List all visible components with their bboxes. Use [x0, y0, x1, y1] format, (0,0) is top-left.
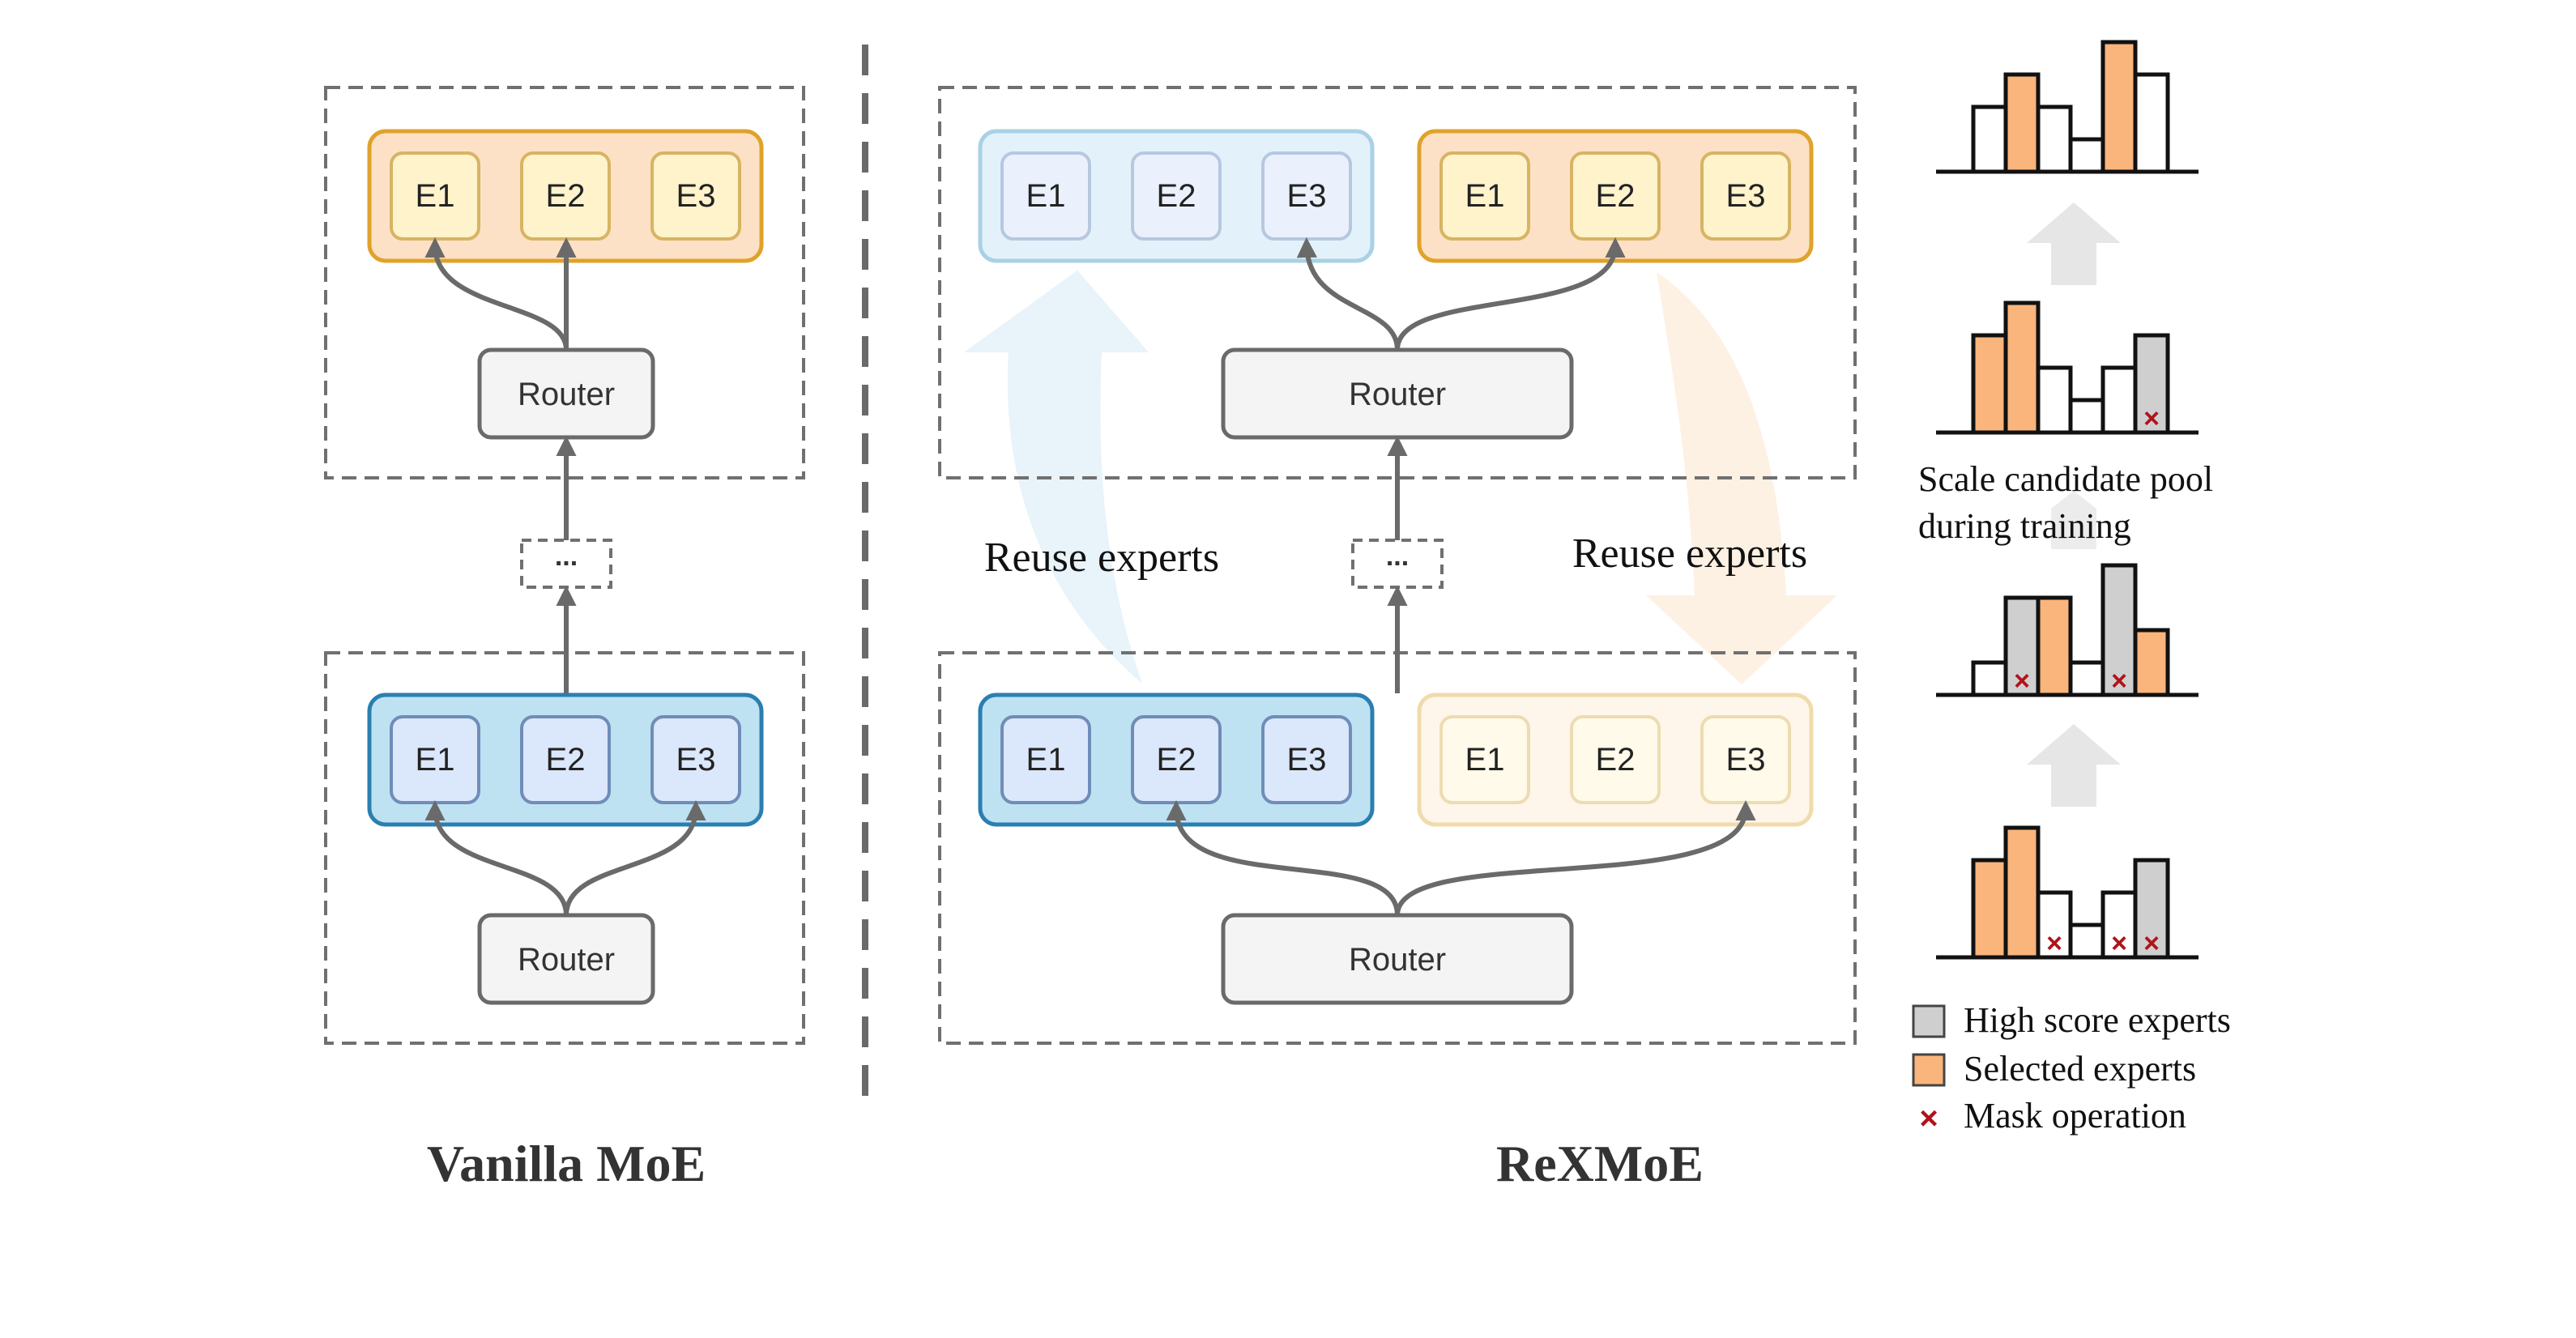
expert-score-bar — [2036, 365, 2073, 435]
expert-score-bar — [2068, 923, 2105, 960]
legend-label-high-score: High score experts — [1964, 1000, 2231, 1040]
step-up-arrow — [2027, 724, 2121, 807]
expert-score-bar — [2003, 300, 2041, 435]
expert-score-bar — [2133, 628, 2170, 697]
expert-label: E2 — [546, 178, 586, 214]
expert-score-bar — [2100, 365, 2138, 435]
routing-arrow — [1395, 799, 1756, 916]
reuse-experts-label: Reuse experts — [1572, 531, 1807, 577]
expert-label: E1 — [1026, 178, 1066, 214]
routing-arrow — [1296, 236, 1400, 351]
mask-icon: × — [2111, 666, 2127, 697]
mask-icon: × — [2143, 403, 2160, 434]
expert-label: E3 — [1287, 742, 1327, 778]
expert-box — [1131, 151, 1222, 241]
legend-swatch-selected — [1912, 1053, 1946, 1087]
router-label: Router — [1349, 942, 1446, 978]
expert-label: E2 — [546, 742, 586, 778]
expert-label: E3 — [1287, 178, 1327, 214]
expert-label: E2 — [1596, 178, 1636, 214]
expert-label: E3 — [1726, 742, 1766, 778]
expert-box — [1570, 715, 1661, 804]
expert-box — [1261, 715, 1352, 804]
expert-score-bar — [2003, 595, 2041, 697]
mask-icon: × — [2111, 928, 2127, 959]
legend-swatch-high-score — [1912, 1004, 1946, 1038]
expert-score-bar — [1971, 858, 2008, 960]
router-label: Router — [1349, 377, 1446, 412]
expert-score-bar — [1971, 660, 2008, 697]
expert-label: E3 — [676, 742, 716, 778]
candidate-pool-charts: × × × × × × — [1936, 40, 2199, 960]
router-label: Router — [518, 942, 615, 978]
expert-score-bar — [2003, 72, 2041, 174]
legend-label-selected: Selected experts — [1964, 1049, 2196, 1089]
expert-score-bar — [2003, 825, 2041, 960]
expert-box — [1439, 151, 1530, 241]
expert-label: E1 — [1465, 742, 1505, 778]
expert-score-bar — [2068, 398, 2105, 435]
expert-label: E2 — [1157, 742, 1196, 778]
legend-label-mask: Mask operation — [1964, 1096, 2186, 1136]
expert-score-bar — [2133, 72, 2170, 174]
step-up-arrow — [2027, 202, 2121, 285]
routing-arrow — [424, 236, 569, 351]
expert-score-bar — [2036, 595, 2073, 697]
expert-score-bar — [2068, 137, 2105, 174]
mask-icon: × — [2014, 666, 2030, 697]
pool-caption-line2: during training — [1918, 506, 2131, 546]
reuse-arrow-up — [964, 271, 1149, 684]
expert-label: E2 — [1596, 742, 1636, 778]
mask-icon: × — [1919, 1101, 1938, 1136]
expert-score-bar — [2100, 40, 2138, 174]
expert-label: E1 — [416, 178, 455, 214]
routing-arrow — [424, 799, 569, 916]
expert-box — [650, 151, 741, 241]
expert-label: E1 — [1465, 178, 1505, 214]
expert-label: E3 — [1726, 178, 1766, 214]
expert-score-bar — [2036, 104, 2073, 174]
expert-box — [1439, 715, 1530, 804]
expert-label: E3 — [676, 178, 716, 214]
rexmoe-top-layer-box — [938, 86, 1857, 479]
expert-score-bar — [2133, 333, 2170, 435]
ellipsis-label: ... — [1386, 541, 1409, 572]
routing-arrow — [1166, 799, 1400, 916]
reuse-experts-label: Reuse experts — [984, 535, 1219, 581]
mask-icon: × — [2143, 928, 2160, 959]
expert-box — [1700, 151, 1791, 241]
expert-label: E2 — [1157, 178, 1196, 214]
routing-arrow — [564, 799, 706, 916]
expert-box — [1000, 151, 1091, 241]
vanilla-top-layer-box — [324, 86, 805, 479]
pool-caption-line1: Scale candidate pool — [1918, 459, 2213, 499]
vanilla-moe-panel: E1 E2 E3 Router ... E1 E2 E3 Router Vani… — [324, 86, 805, 1192]
routing-arrow — [1395, 236, 1626, 351]
router-label: Router — [518, 377, 615, 412]
candidate-pool-panel: × × × × × × Scale candidate pool during train… — [1912, 40, 2231, 1136]
ellipsis-label: ... — [555, 541, 578, 572]
step-up-arrow — [2051, 491, 2096, 549]
expert-score-bar — [1971, 104, 2008, 174]
rexmoe-title: ReXMoE — [1496, 1135, 1704, 1192]
rexmoe-panel: E1 E2 E3 E1 E2 E3 Router ... E1 E2 E3 — [938, 86, 1857, 1192]
vanilla-moe-title: Vanilla MoE — [427, 1135, 706, 1192]
expert-score-bar — [2133, 858, 2170, 960]
expert-box — [520, 715, 611, 804]
expert-label: E1 — [416, 742, 455, 778]
expert-label: E1 — [1026, 742, 1066, 778]
expert-score-bar — [2068, 660, 2105, 697]
mask-icon: × — [2046, 928, 2062, 959]
expert-score-bar — [1971, 333, 2008, 435]
expert-box — [1000, 715, 1091, 804]
